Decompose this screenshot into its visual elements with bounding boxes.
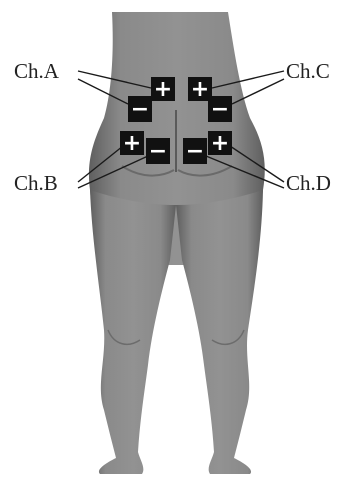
electrode-a-negative: − <box>128 96 152 122</box>
electrode-a-positive: + <box>151 77 175 102</box>
electrode-b-positive-sign: + <box>123 131 141 156</box>
label-ch-b: Ch.B <box>14 171 58 195</box>
electrode-c-positive-sign: + <box>191 77 209 102</box>
electrode-c-negative: − <box>208 96 232 122</box>
electrode-a-negative-sign: − <box>131 97 149 122</box>
electrode-a-positive-sign: + <box>154 77 172 102</box>
electrode-b-negative-sign: − <box>149 139 167 164</box>
right-leg <box>176 190 263 474</box>
electrode-d-positive-sign: + <box>211 131 229 156</box>
electrode-d-negative-sign: − <box>186 139 204 164</box>
electrode-b-negative: − <box>146 138 170 164</box>
electrode-c-negative-sign: − <box>211 97 229 122</box>
electrode-b-positive: + <box>120 131 144 156</box>
left-leg <box>90 190 176 474</box>
electrode-d-positive: + <box>208 131 232 156</box>
label-ch-a: Ch.A <box>14 59 60 83</box>
label-ch-d: Ch.D <box>286 171 331 195</box>
label-ch-c: Ch.C <box>286 59 330 83</box>
electrode-d-negative: − <box>183 138 207 164</box>
